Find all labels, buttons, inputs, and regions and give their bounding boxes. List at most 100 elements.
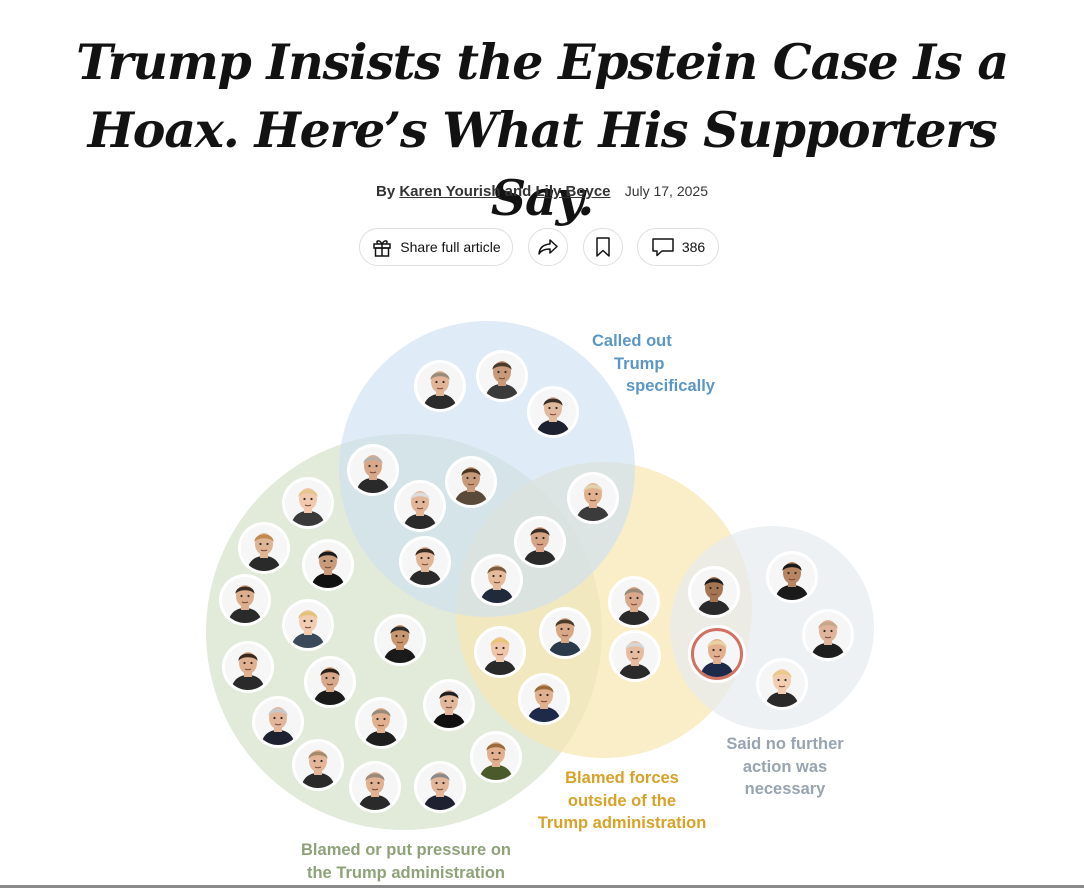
portrait-image [247,533,281,571]
person-portrait-17 [377,617,423,663]
portrait-image [301,750,335,788]
label-no-action: Said no further action was necessary [700,733,870,801]
person-portrait-2 [479,353,525,399]
person-portrait-19 [477,629,523,675]
headline-line-2: Hoax. Here’s What His Supporters Say. [87,101,998,227]
person-portrait-25 [225,644,271,690]
portrait-image [291,488,325,526]
publish-date: July 17, 2025 [624,183,708,199]
person-portrait-4 [350,447,396,493]
person-portrait-35 [417,764,463,810]
portrait-image [527,684,561,722]
portrait-image [403,491,437,529]
share-full-article-label: Share full article [400,239,501,255]
portrait-image [523,527,557,565]
person-portrait-32 [473,734,519,780]
label-blamed-outside-line-1: Blamed forces [565,769,679,787]
portrait-image [536,397,570,435]
portrait-image [432,690,466,728]
portrait-image [454,467,488,505]
portrait-image [485,361,519,399]
label-blamed-outside: Blamed forces outside of the Trump admin… [522,767,722,835]
portrait-image [775,562,809,600]
headline-line-1: Trump Insists the Epstein Case Is a [76,33,1009,91]
label-blamed-outside-line-3: Trump administration [537,814,707,832]
author-link-karen-yourish[interactable]: Karen Yourish [399,183,501,200]
person-portrait-22 [805,612,851,658]
portrait-image [483,637,517,675]
portrait-image [228,585,262,623]
person-portrait-27 [426,682,472,728]
person-portrait-31 [358,700,404,746]
comments-button[interactable]: 386 [637,228,719,266]
headline: Trump Insists the Epstein Case Is a Hoax… [60,28,1024,232]
portrait-image [576,483,610,521]
person-portrait-24 [691,628,743,680]
person-portrait-5 [448,459,494,505]
bookmark-icon [596,237,610,257]
person-portrait-18 [542,610,588,656]
portrait-image [313,667,347,705]
person-portrait-23 [612,633,658,679]
label-called-out-line-1: Called out [592,332,672,350]
portrait-image [311,550,345,588]
person-portrait-1 [417,363,463,409]
label-no-action-line-1: Said no further [726,735,844,753]
bottom-scroll-edge [0,885,1084,888]
person-portrait-20 [691,569,737,615]
portrait-image [261,707,295,745]
portrait-image [356,455,390,493]
person-portrait-14 [222,577,268,623]
byline-prefix: By [375,183,396,200]
portrait-image [617,587,651,625]
gift-icon [373,240,392,257]
person-portrait-30 [255,699,301,745]
label-blamed-admin-line-1: Blamed or put pressure on [301,841,511,859]
label-called-out-line-3: specifically [626,377,715,395]
portrait-image [423,772,457,810]
portrait-image [358,772,392,810]
portrait-image [383,625,417,663]
person-portrait-7 [570,475,616,521]
label-blamed-admin-line-2: the Trump administration [306,863,506,882]
person-portrait-33 [295,742,341,788]
label-no-action-line-2: action was [742,757,828,776]
share-button[interactable] [528,228,568,266]
share-arrow-icon [538,239,558,255]
label-called-out: Called out Trump specifically [572,330,715,398]
byline-conjunction: and [504,183,532,200]
portrait-image [291,610,325,648]
person-portrait-16 [285,602,331,648]
person-portrait-12 [517,519,563,565]
comment-bubble-icon [652,238,674,257]
person-portrait-9 [241,525,287,571]
portrait-image [765,669,799,707]
portrait-image [408,547,442,585]
label-called-out-line-2: Trump [614,354,665,373]
save-button[interactable] [583,228,623,266]
portrait-image [548,618,582,656]
portrait-image [811,620,845,658]
portrait-image [618,641,652,679]
portrait-image [423,371,457,409]
share-full-article-button[interactable]: Share full article [359,228,513,266]
label-no-action-line-3: necessary [744,780,826,798]
portrait-image [364,708,398,746]
person-portrait-6 [397,483,443,529]
person-portrait-21 [769,554,815,600]
article-actions: Share full article 386 [0,228,1084,268]
portrait-image [697,577,731,615]
portrait-image [231,652,265,690]
person-portrait-3 [530,389,576,435]
comment-count: 386 [681,239,706,255]
venn-diagram: Called out Trump specifically Blamed for… [0,300,1084,888]
person-portrait-28 [521,676,567,722]
portrait-image [700,639,734,677]
person-portrait-29 [759,661,805,707]
person-portrait-34 [352,764,398,810]
byline: By Karen Yourish and Lily Boyce July 17,… [0,183,1084,200]
person-portrait-11 [402,539,448,585]
author-link-lily-boyce[interactable]: Lily Boyce [535,183,611,200]
person-portrait-15 [611,579,657,625]
portrait-image [479,742,513,780]
